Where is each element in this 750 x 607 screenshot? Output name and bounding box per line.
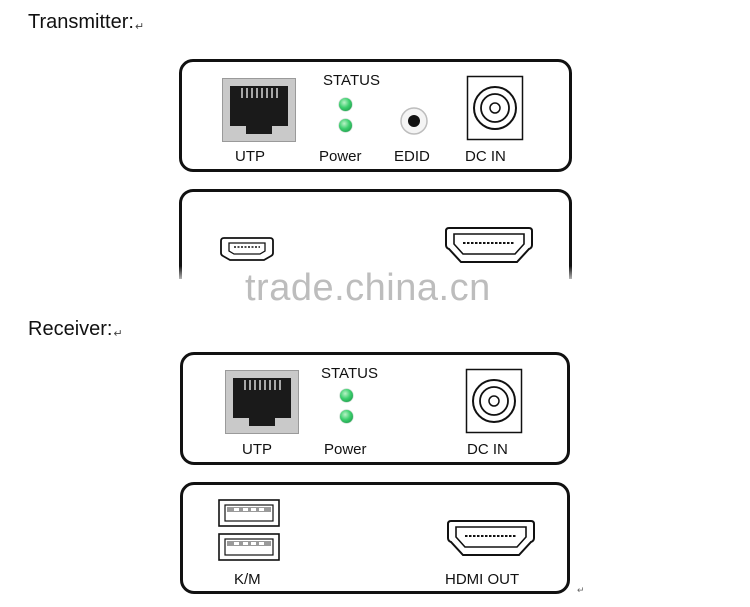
status-led: [339, 98, 352, 111]
transmitter-heading-text: Transmitter:: [28, 11, 134, 33]
status-label: STATUS: [321, 365, 378, 382]
power-label: Power: [319, 148, 362, 165]
return-mark: ↵: [113, 328, 123, 340]
dc-in-jack-icon: [466, 75, 524, 141]
return-mark: ↵: [134, 21, 145, 33]
return-mark: ↵: [577, 585, 585, 595]
power-label: Power: [324, 441, 367, 458]
dc-in-jack-icon: [465, 368, 523, 434]
transmitter-rear-panel: [179, 189, 572, 279]
utp-port-icon: [225, 370, 299, 434]
receiver-heading-text: Receiver:: [28, 318, 113, 340]
usb-port-icon: [218, 533, 280, 561]
micro-usb-port-icon: [220, 237, 274, 261]
hdmi-port-icon: [445, 227, 533, 263]
dc-in-label: DC IN: [465, 148, 506, 165]
receiver-front-panel: UTP STATUS Power DC IN: [180, 352, 570, 465]
usb-port-icon: [218, 499, 280, 527]
status-led: [340, 389, 353, 402]
fade-overlay: [170, 266, 590, 300]
receiver-rear-panel: K/M HDMI OUT: [180, 482, 570, 594]
dc-in-label: DC IN: [467, 441, 508, 458]
km-label: K/M: [234, 571, 261, 588]
power-led: [339, 119, 352, 132]
watermark: trade.china.cn: [245, 267, 491, 309]
edid-label: EDID: [394, 148, 430, 165]
hdmi-port-icon: [447, 520, 535, 556]
hdmi-out-label: HDMI OUT: [445, 571, 520, 588]
status-label: STATUS: [323, 72, 380, 89]
receiver-heading: Receiver:↵: [28, 318, 123, 341]
transmitter-heading: Transmitter:↵: [28, 11, 144, 34]
power-led: [340, 410, 353, 423]
utp-port-icon: [222, 78, 296, 142]
utp-label: UTP: [242, 441, 272, 458]
utp-label: UTP: [235, 148, 265, 165]
transmitter-front-panel: UTP STATUS Power EDID DC IN: [179, 59, 572, 172]
edid-button-icon: [400, 107, 428, 135]
